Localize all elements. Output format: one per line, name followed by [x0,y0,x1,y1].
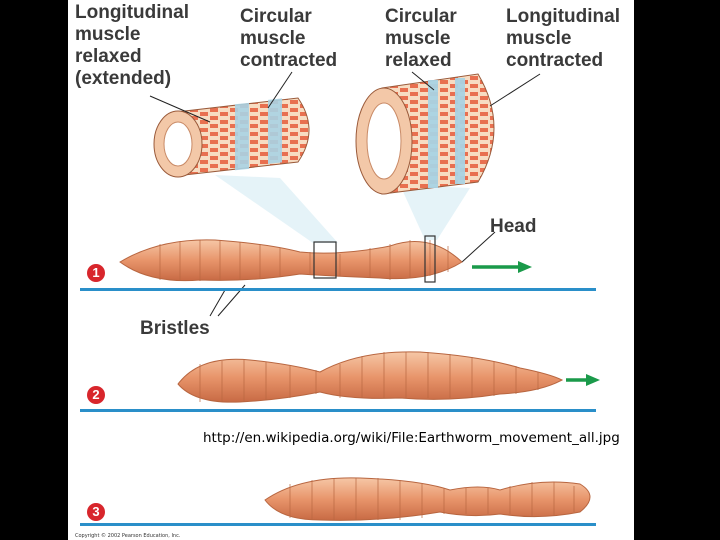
step-1-badge: 1 [87,264,105,282]
worm-step-3 [264,477,591,521]
step-2-badge: 2 [87,386,105,404]
label-head: Head [490,216,537,237]
leader-circular-contracted [267,71,293,109]
step-3-badge: 3 [87,503,105,521]
arrow-head-step-1 [518,261,532,273]
label-circular-relaxed: Circular muscle relaxed [385,6,457,71]
ground-line-3 [80,523,596,526]
arrow-head-step-2 [586,374,600,386]
ground-line-2 [80,409,596,412]
leader-head [461,231,496,263]
worm-step-2 [177,351,564,403]
leader-longitudinal-relaxed [149,95,211,123]
label-longitudinal-relaxed: Longitudinal muscle relaxed (extended) [75,2,189,89]
tube-contracted [355,73,495,195]
leader-circular-relaxed [411,71,435,91]
worm-step-1 [119,235,463,283]
source-url: http://en.wikipedia.org/wiki/File:Earthw… [203,430,620,446]
ground-line-1 [80,288,596,291]
zoom-box-right [424,235,436,283]
label-bristles: Bristles [140,318,210,339]
zoom-box-left [313,241,337,279]
zoom-beam-left [215,175,338,243]
label-circular-contracted: Circular muscle contracted [240,6,338,71]
tube-extended [153,97,310,178]
copyright-text: Copyright © 2002 Pearson Education, Inc. [75,533,181,539]
leader-longitudinal-contracted [489,73,541,107]
label-longitudinal-contracted: Longitudinal muscle contracted [506,6,620,71]
zoom-beam-right [400,185,470,240]
leader-bristles-a [209,289,226,317]
